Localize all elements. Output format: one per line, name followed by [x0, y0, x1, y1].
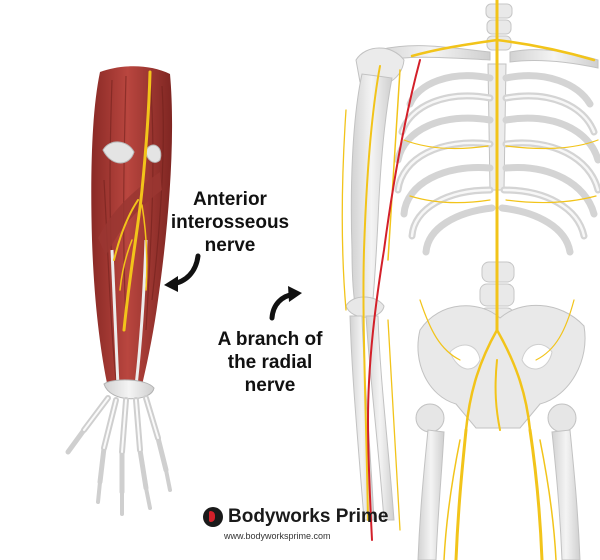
forearm-illustration	[65, 66, 173, 516]
radial-label-line-1: A branch of	[217, 329, 323, 350]
femur-left	[417, 429, 445, 560]
radial-label-line-2: the radial	[227, 352, 313, 373]
radial-nerve-branch	[366, 59, 421, 541]
nervous-system	[341, 0, 599, 560]
hand-bones	[65, 395, 172, 516]
anterior-interosseous-nerve	[113, 70, 152, 332]
anterior-interosseous-nerve-label: Anterior interosseous nerve	[160, 188, 300, 257]
anterior-label-line-1: Anterior	[193, 189, 267, 210]
humerus	[350, 73, 393, 311]
brand-name: Bodyworks Prime	[228, 506, 389, 527]
brand-url: www.bodyworksprime.com	[224, 531, 331, 541]
radial-label-line-3: nerve	[244, 375, 296, 396]
femur-right	[551, 429, 581, 560]
elbow-bone	[102, 141, 135, 164]
brand-logo-icon	[203, 507, 223, 527]
anterior-label-line-3: nerve	[204, 235, 256, 256]
ulna-bone	[365, 315, 395, 521]
arrow-to-radial-nerve-icon	[269, 286, 302, 321]
wrist-bones	[103, 379, 155, 400]
skeleton-illustration	[341, 0, 600, 560]
anterior-label-line-2: interosseous	[170, 212, 290, 233]
arrow-to-anterior-nerve-icon	[164, 253, 201, 292]
pelvis	[417, 304, 586, 429]
brand-logo: Bodyworks Prime www.bodyworksprime.com	[203, 504, 403, 554]
radial-nerve-branch-label: A branch of the radial nerve	[200, 328, 340, 397]
